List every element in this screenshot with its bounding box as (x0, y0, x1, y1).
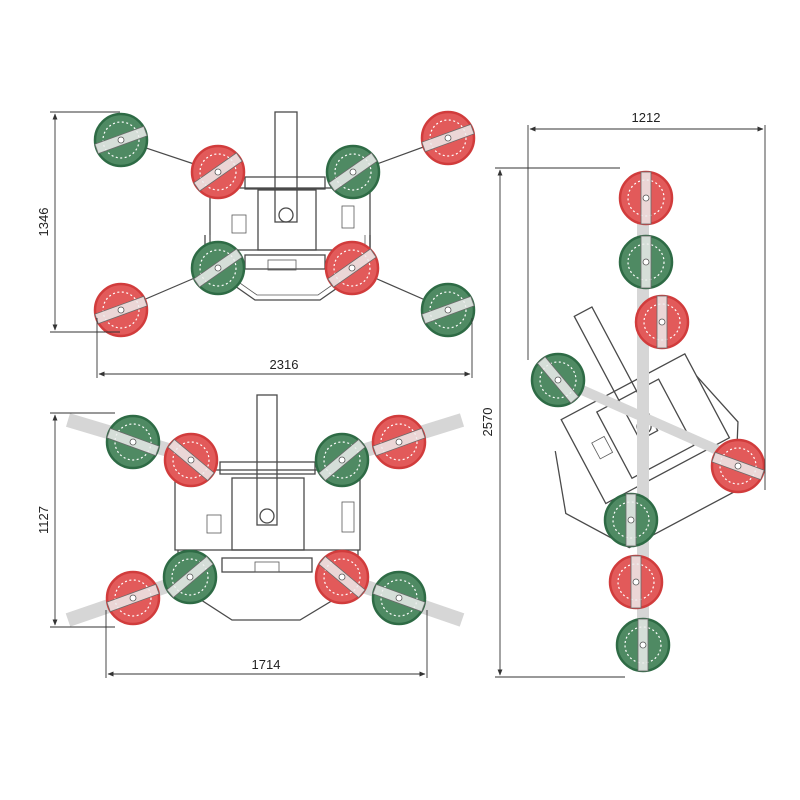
dim-label-1127: 1127 (36, 506, 51, 534)
suction-cup-icon (324, 240, 380, 296)
suction-cup-icon (420, 282, 476, 338)
suction-cup-icon (314, 432, 370, 488)
dim-bottom-view-height: 1127 (36, 412, 115, 628)
suction-cup-icon (105, 414, 161, 470)
suction-cup-icon (105, 570, 161, 626)
suction-cup-icon (163, 432, 219, 488)
suction-cup-icon (371, 414, 427, 470)
top-view-lifter (119, 111, 449, 311)
dim-label-1714: 1714 (252, 657, 281, 672)
suction-cup-icon (420, 110, 476, 166)
suction-cup-icon (93, 112, 149, 168)
suction-cup-icon (608, 554, 664, 610)
dim-label-2570: 2570 (480, 408, 495, 437)
suction-cup-icon (325, 144, 381, 200)
dim-side-view-width: 1212 (527, 110, 766, 490)
suction-cup-icon (710, 438, 766, 494)
suction-cup-icon (530, 352, 586, 408)
suction-cup-icon (93, 282, 149, 338)
suction-cup-icon (371, 570, 427, 626)
suction-cups (93, 110, 766, 673)
dim-side-view-height: 2570 (480, 167, 625, 678)
suction-cup-icon (634, 294, 690, 350)
suction-cup-icon (190, 144, 246, 200)
dim-label-1212: 1212 (632, 110, 661, 125)
suction-cup-icon (603, 492, 659, 548)
suction-cup-icon (618, 170, 674, 226)
top-view-arms (119, 137, 449, 311)
dim-bottom-view-width: 1714 (105, 610, 428, 678)
suction-cup-icon (314, 549, 370, 605)
suction-cup-icon (615, 617, 671, 673)
suction-cup-icon (618, 234, 674, 290)
dim-top-view-width: 2316 (96, 318, 473, 378)
suction-cup-icon (190, 240, 246, 296)
dim-label-2316: 2316 (270, 357, 299, 372)
suction-cup-icon (162, 549, 218, 605)
dim-label-1346: 1346 (36, 208, 51, 237)
dim-top-view-height: 1346 (36, 111, 120, 333)
